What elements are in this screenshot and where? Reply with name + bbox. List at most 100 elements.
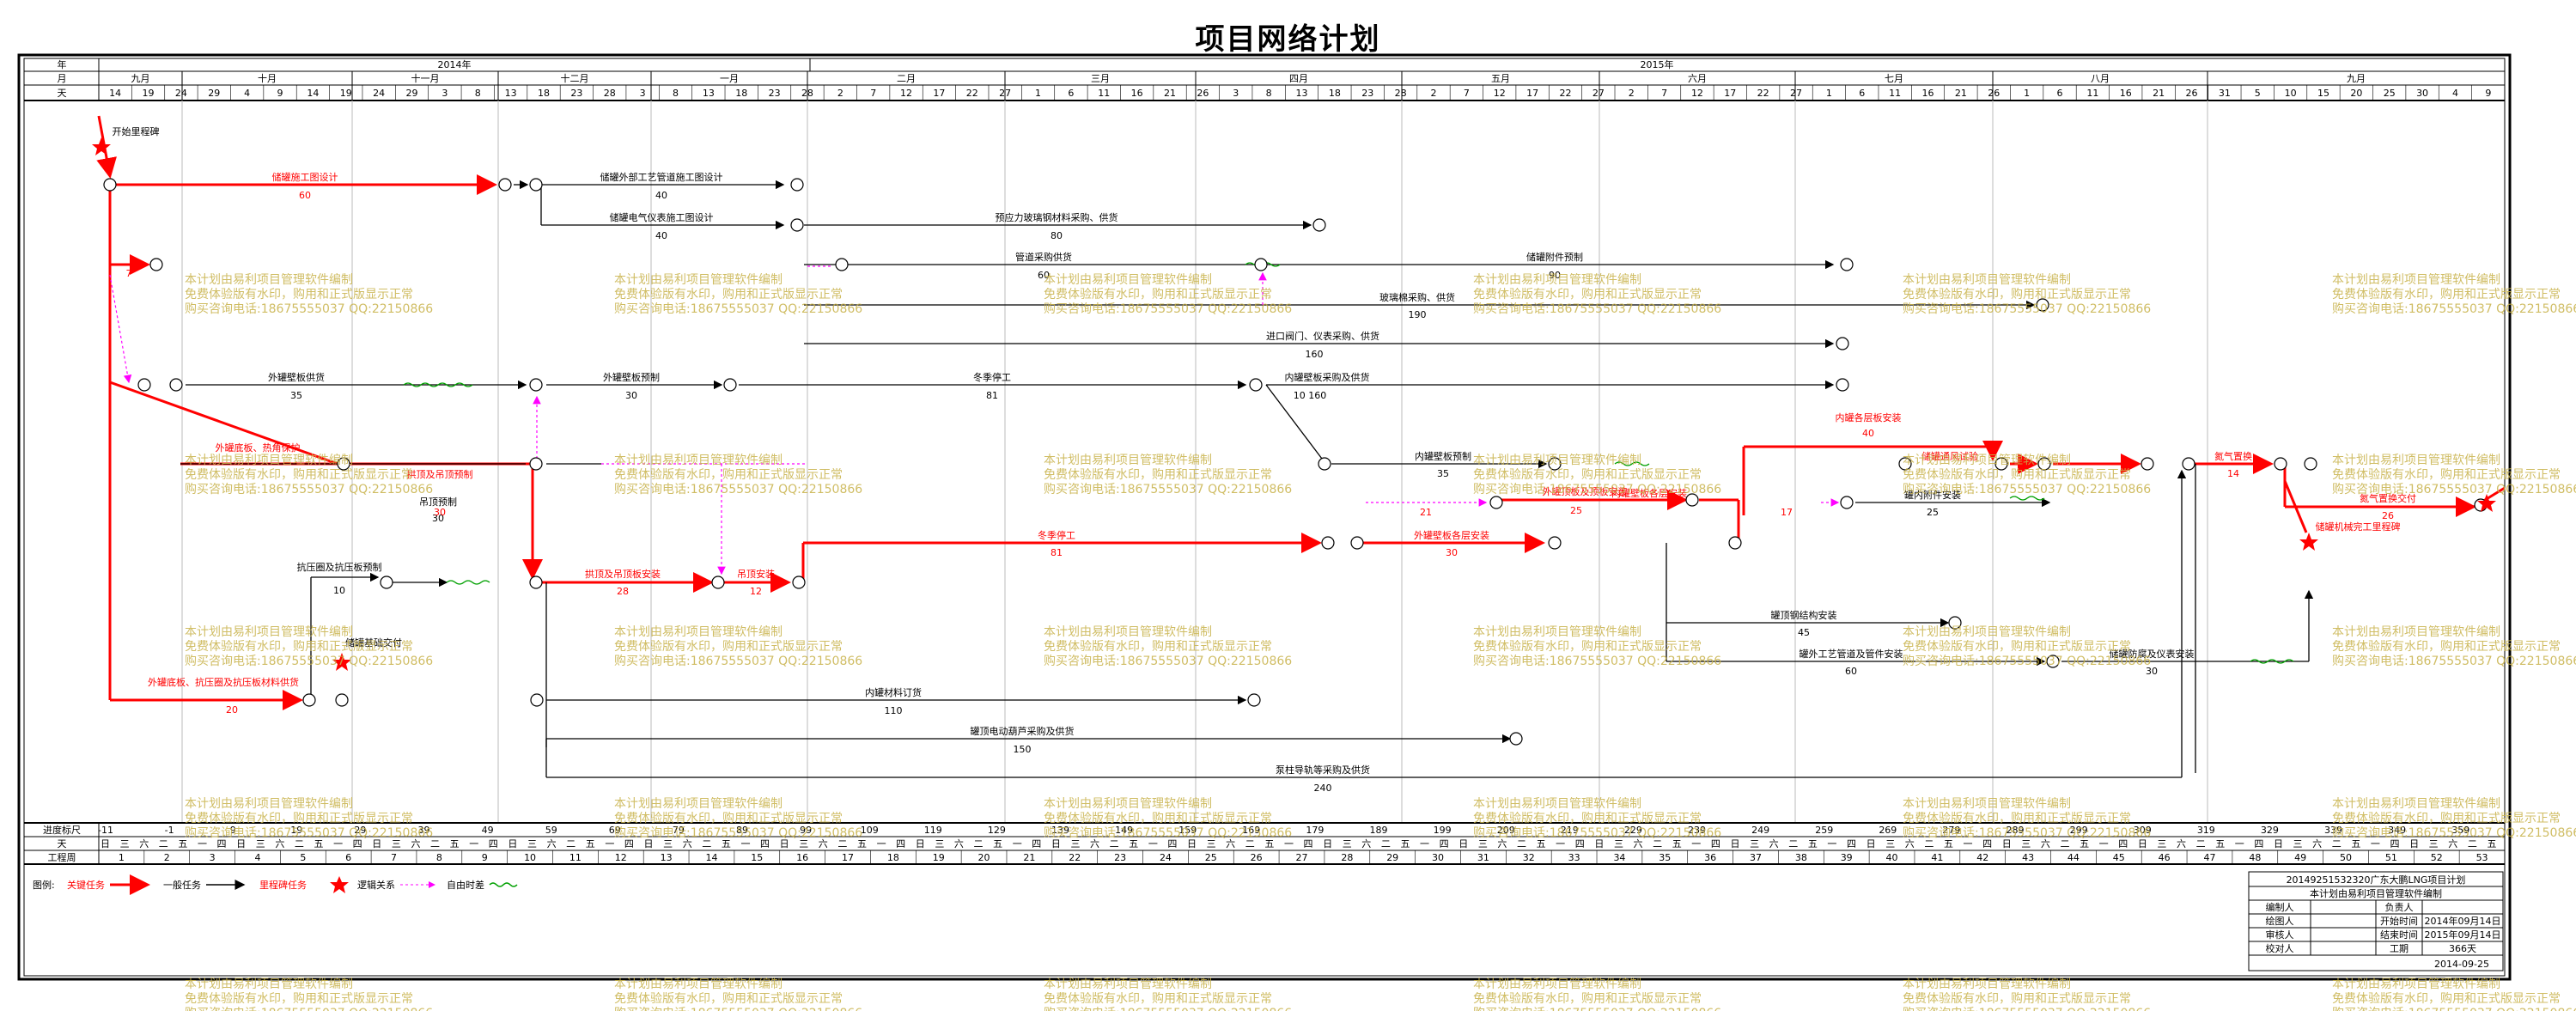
- day-label: 27: [1790, 88, 1802, 99]
- watermark-text: 购买咨询电话:18675555037 QQ:22150866: [185, 302, 433, 316]
- weekday-label: 日: [1459, 838, 1468, 850]
- task-label: 外罐壁板预制: [603, 371, 660, 383]
- node-43: [1994, 457, 2008, 471]
- day-label: 2: [1430, 88, 1436, 99]
- weekday-label: 六: [1361, 838, 1371, 850]
- node-12: [529, 178, 543, 192]
- watermark-text: 购买咨询电话:18675555037 QQ:22150866: [1903, 302, 2151, 316]
- weekday-label: 二: [2196, 838, 2206, 850]
- progress-tick: 79: [673, 825, 685, 836]
- day-label: 17: [1724, 88, 1736, 99]
- weekday-label: 五: [2351, 838, 2360, 850]
- day-label: 7: [1464, 88, 1470, 99]
- weekday-label: 四: [1304, 838, 1313, 850]
- weekday-label: 四: [1440, 838, 1449, 850]
- info-label-start: 开始时间: [2380, 915, 2418, 927]
- task-duration: 12: [750, 586, 762, 597]
- progress-tick: 259: [1815, 825, 1833, 836]
- watermark-text: 购买咨询电话:18675555037 QQ:22150866: [614, 1007, 862, 1011]
- week-number: 49: [2294, 852, 2306, 863]
- watermark-text: 本计划由易利项目管理软件编制: [185, 797, 353, 811]
- info-label-editor: 编制人: [2266, 901, 2294, 913]
- day-label: 2: [1629, 88, 1635, 99]
- week-number: 15: [751, 852, 763, 863]
- watermark-text: 购买咨询电话:18675555037 QQ:22150866: [2332, 826, 2576, 840]
- watermark-text: 免费体验版有水印，购用和正式版显示正常: [614, 468, 843, 482]
- day-label: 3: [640, 88, 646, 99]
- legend-item-milestone: 里程碑任务: [259, 880, 307, 891]
- day-label: 12: [1494, 88, 1506, 99]
- node-24: [1249, 378, 1263, 392]
- task-duration: 110: [885, 705, 903, 716]
- weekday-label: 三: [1885, 838, 1895, 850]
- watermark-text: 本计划由易利项目管理软件编制: [2332, 273, 2500, 287]
- weekday-label: 二: [2332, 838, 2342, 850]
- timeline-header: 年 月 天 2014年 2015年 九月十月十一月十二月一月二月三月四月五月六月…: [24, 58, 2506, 101]
- progress-tick: 29: [354, 825, 366, 836]
- day-label: 11: [1098, 88, 1110, 99]
- weekday-label: 五: [1129, 838, 1138, 850]
- day-label: 11: [2086, 88, 2098, 99]
- progress-tick: 249: [1751, 825, 1769, 836]
- weekday-label: 二: [1788, 838, 1798, 850]
- critical-arrows: [96, 115, 2506, 710]
- month-label: 五月: [1491, 73, 1510, 84]
- weekday-label: 日: [508, 838, 517, 850]
- node-41: [1898, 457, 1912, 471]
- watermark-text: 本计划由易利项目管理软件编制: [1473, 797, 1641, 811]
- weekday-label: 四: [1575, 838, 1585, 850]
- day-label: 29: [208, 88, 220, 99]
- weekday-label: 三: [663, 838, 673, 850]
- month-label: 十二月: [561, 72, 589, 84]
- weekday-label: 三: [256, 838, 265, 850]
- info-heading-1: 20149251532320广东大鹏LNG项目计划: [2287, 874, 2466, 886]
- task-label: 储罐施工图设计: [272, 171, 338, 183]
- weekday-label: 五: [1808, 838, 1818, 850]
- weekday-label: 日: [1867, 838, 1876, 850]
- weekday-label: 一: [1964, 838, 1973, 850]
- watermark-text: 购买咨询电话:18675555037 QQ:22150866: [1473, 483, 1721, 496]
- task-duration: 26: [2382, 510, 2394, 521]
- day-label: 16: [1922, 88, 1934, 99]
- day-label: 26: [1988, 88, 2000, 99]
- task-label: 拱顶及吊顶板安装: [585, 568, 661, 580]
- week-number: 20: [978, 852, 990, 863]
- legend-item-logic: 逻辑关系: [357, 879, 395, 891]
- node-26: [1312, 218, 1326, 232]
- progress-tick: 299: [2070, 825, 2088, 836]
- node-16: [530, 693, 544, 707]
- weekday-label: 二: [430, 838, 440, 850]
- week-number: 31: [1477, 852, 1489, 863]
- week-number: 8: [436, 852, 442, 863]
- watermark-text: 本计划由易利项目管理软件编制: [1473, 625, 1641, 639]
- progress-tick: 149: [1115, 825, 1133, 836]
- weekday-label: 四: [1982, 838, 1992, 850]
- day-label: 20: [2350, 88, 2362, 99]
- weekday-label: 五: [2487, 838, 2496, 850]
- day-label: 28: [1395, 88, 1407, 99]
- weekday-label: 五: [450, 838, 460, 850]
- progress-tick: 9: [230, 825, 236, 836]
- watermark-text: 本计划由易利项目管理软件编制: [2332, 454, 2500, 467]
- day-label: 6: [1068, 88, 1074, 99]
- node-33: [1548, 536, 1562, 550]
- info-value-start: 2014年09月14日: [2425, 915, 2501, 927]
- progress-tick: 109: [861, 825, 879, 836]
- task-duration: 60: [1038, 270, 1050, 281]
- weekday-label: 三: [799, 838, 808, 850]
- week-number: 35: [1659, 852, 1671, 863]
- week-number: 38: [1795, 852, 1807, 863]
- weekday-label: 日: [1051, 838, 1061, 850]
- day-label: 12: [900, 88, 912, 99]
- weekday-label: 一: [1013, 838, 1022, 850]
- watermark-text: 免费体验版有水印，购用和正式版显示正常: [185, 640, 413, 654]
- weekday-label: 三: [1478, 838, 1488, 850]
- watermark-text: 免费体验版有水印，购用和正式版显示正常: [614, 640, 843, 654]
- weekday-label: 三: [2429, 838, 2439, 850]
- weekday-label: 一: [1827, 838, 1836, 850]
- weekday-label: 五: [314, 838, 324, 850]
- week-number: 3: [210, 852, 216, 863]
- task-label: 玻璃棉采购、供货: [1379, 291, 1455, 303]
- week-number: 32: [1523, 852, 1535, 863]
